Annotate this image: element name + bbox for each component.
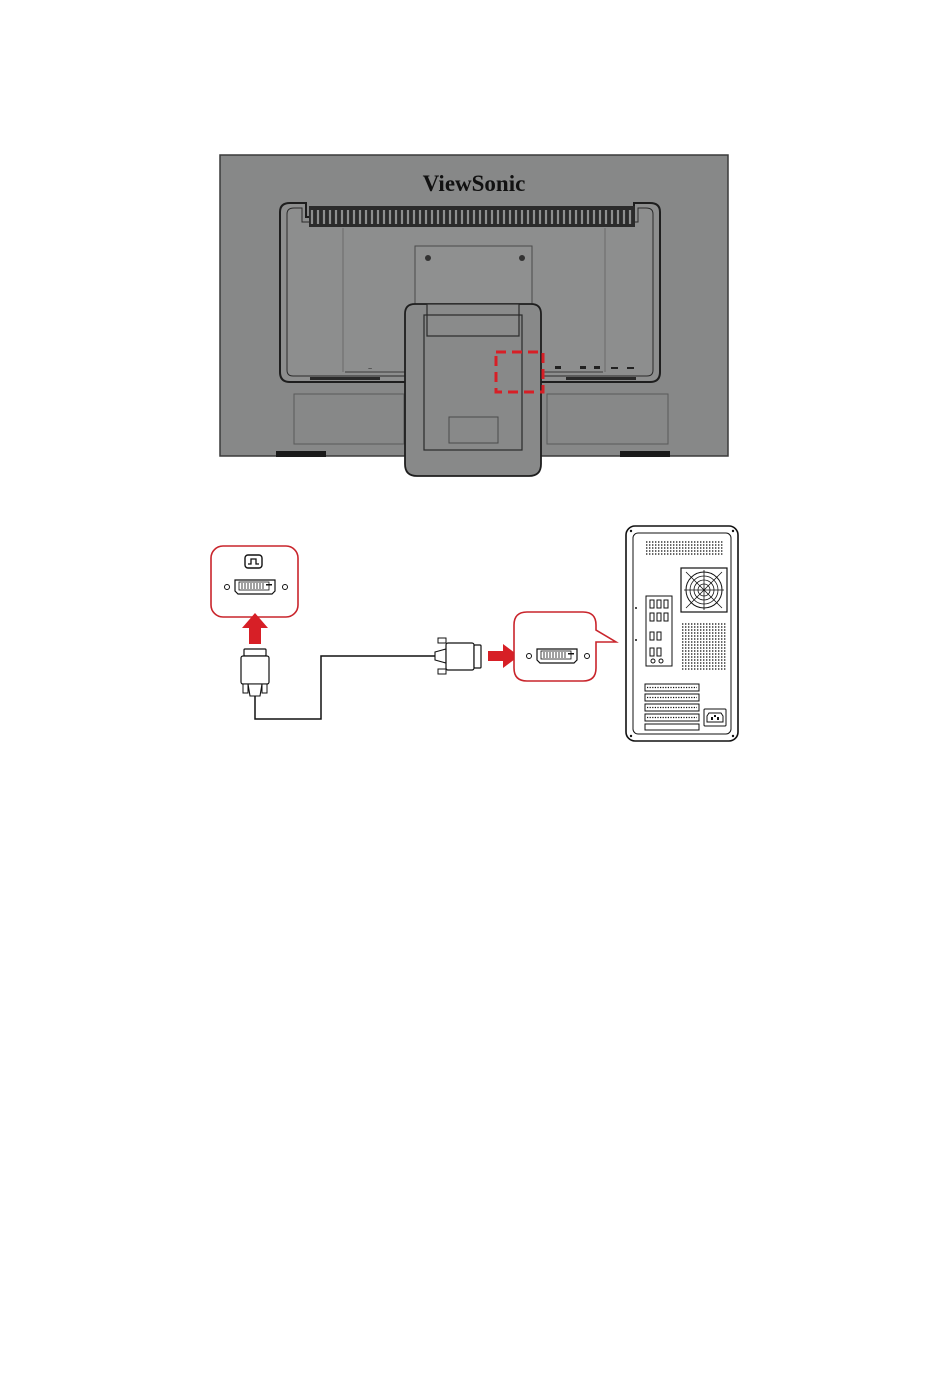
dvi-cable — [241, 638, 481, 719]
dvi-connector-right — [435, 638, 481, 674]
vesa-mount-plate — [415, 246, 532, 308]
monitor-vent — [309, 206, 635, 227]
svg-text:~: ~ — [368, 366, 372, 373]
vesa-screw-icon — [519, 255, 525, 261]
dvi-connector-left — [241, 649, 269, 696]
monitor-foot — [620, 451, 670, 457]
monitor-dvi-callout — [211, 546, 298, 617]
pc-power-socket-icon — [704, 709, 726, 726]
desktop-computer-tower — [626, 526, 738, 741]
monitor-foot — [276, 451, 326, 457]
monitor-stand — [405, 304, 541, 476]
monitor-rear-view: ViewSonic — [220, 155, 728, 476]
vesa-screw-icon — [425, 255, 431, 261]
pc-dvi-callout — [514, 612, 616, 681]
monitor-brand-logo: ViewSonic — [423, 171, 526, 196]
pc-fan-icon — [681, 568, 727, 612]
